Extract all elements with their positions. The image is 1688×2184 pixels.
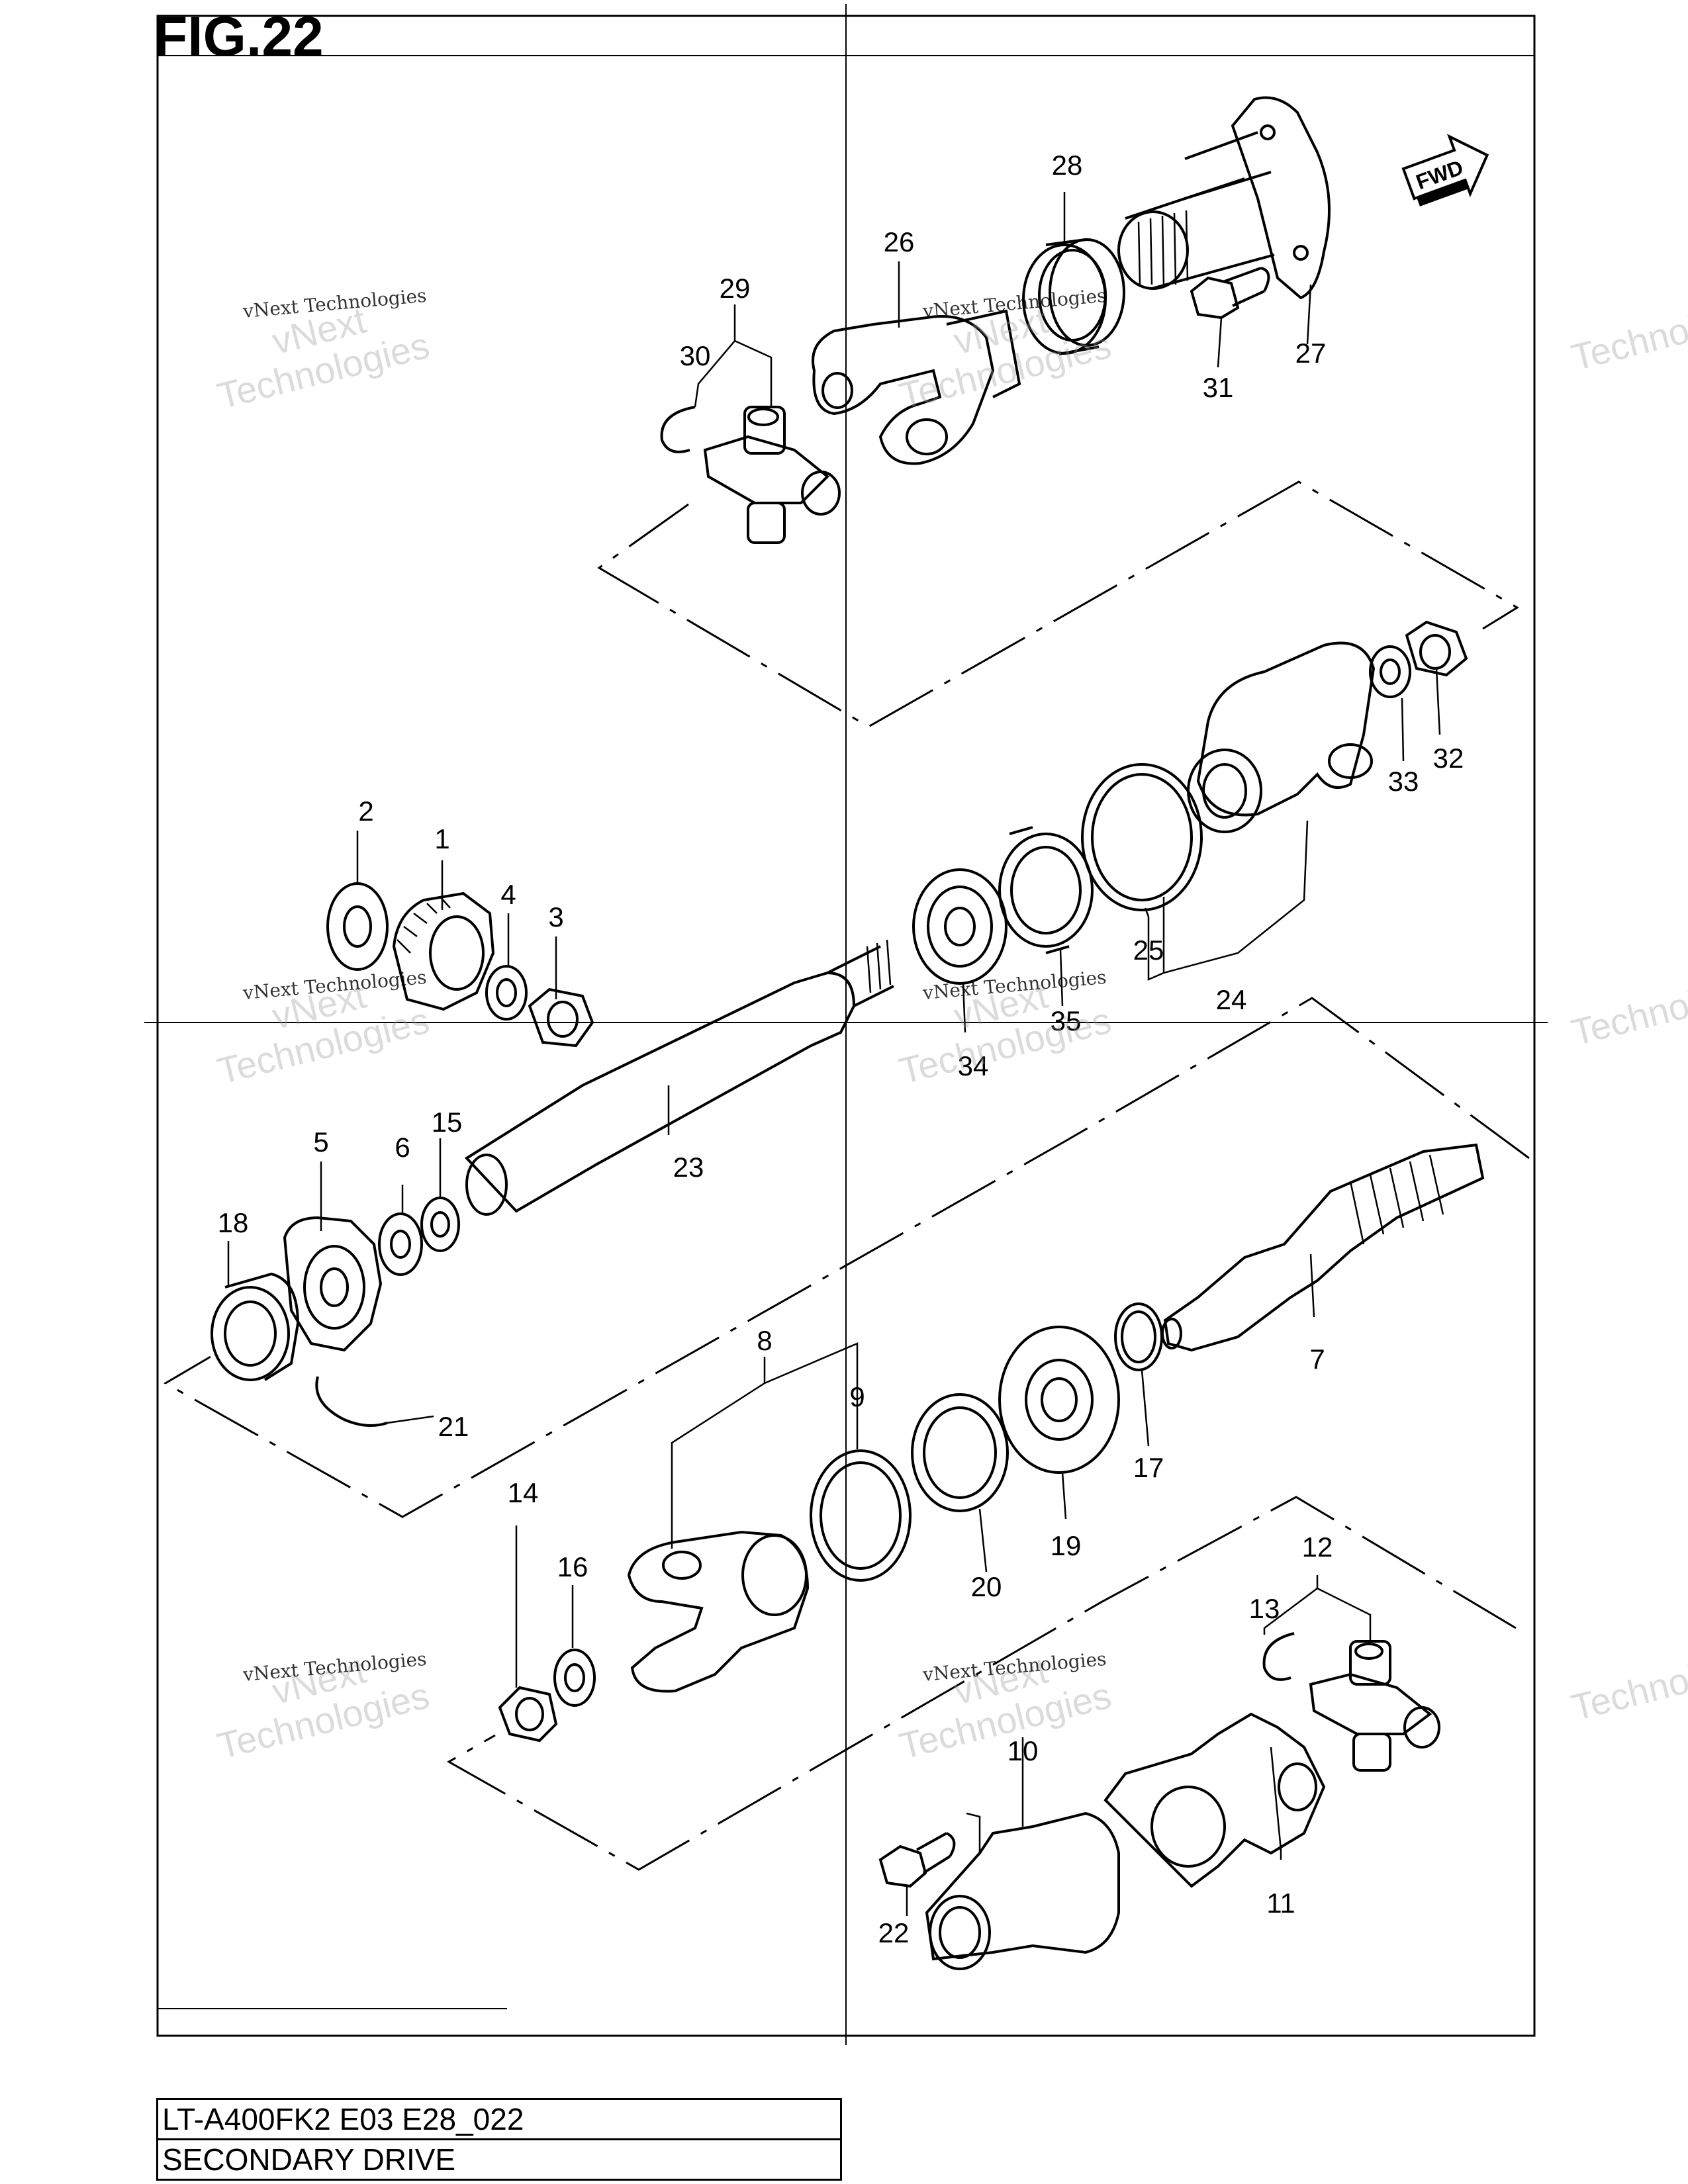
spline-lines	[1137, 210, 1189, 287]
callout-5: 5	[313, 1126, 328, 1158]
part-10-flange	[925, 1811, 1120, 1970]
watermark-edge-3: Technologies	[1568, 1635, 1688, 1728]
callout-12: 12	[1302, 1531, 1333, 1563]
part-15-spacer	[420, 1197, 460, 1252]
callout-20: 20	[971, 1571, 1002, 1602]
part-7-output-shaft	[1161, 1143, 1485, 1352]
part-17-o-ring	[1114, 1302, 1163, 1371]
part-1-bevel-gear	[392, 891, 495, 1011]
callout-9: 9	[849, 1381, 865, 1412]
part-30-circlip	[660, 406, 696, 453]
callout-8: 8	[757, 1325, 772, 1356]
callout-11: 11	[1266, 1888, 1295, 1919]
group-outline-upper	[597, 480, 1519, 728]
part-2-shim	[326, 882, 389, 971]
callout-18: 18	[218, 1207, 249, 1238]
watermark-edge-1: Technologies	[1568, 285, 1688, 378]
callout-29: 29	[720, 273, 751, 304]
group-outline-lower	[446, 1496, 1517, 1871]
callout-15: 15	[432, 1107, 463, 1138]
part-32-nut	[1405, 620, 1468, 677]
figure-title: FIG.22	[154, 5, 324, 68]
callout-3: 3	[548, 901, 563, 933]
callout-32: 32	[1433, 743, 1464, 774]
part-3-nut	[528, 987, 594, 1048]
callout-1: 1	[434, 823, 449, 854]
callout-14: 14	[508, 1477, 539, 1508]
callout-26: 26	[884, 226, 915, 257]
callout-27: 27	[1295, 338, 1327, 369]
callout-22: 22	[878, 1917, 910, 1948]
callout-35: 35	[1051, 1005, 1082, 1036]
part-14-nut	[498, 1686, 558, 1743]
section-name-box: SECONDARY DRIVE	[156, 2138, 842, 2181]
part-13-circlip	[1262, 1632, 1295, 1681]
part-9-oil-seal	[810, 1449, 912, 1582]
part-34-bearing	[912, 868, 1008, 985]
callout-6: 6	[395, 1132, 410, 1163]
callout-10: 10	[1008, 1735, 1039, 1766]
part-35-oil-seal	[998, 826, 1094, 954]
svg-text:Technologies: Technologies	[1568, 960, 1688, 1053]
part-8-yoke	[627, 1530, 810, 1693]
part-4-washer	[485, 965, 528, 1021]
forward-arrow-icon: FWD	[1401, 134, 1489, 206]
part-21-circlip	[315, 1376, 388, 1427]
part-24-coupling-yoke	[1187, 641, 1376, 833]
callout-13: 13	[1249, 1593, 1280, 1624]
callout-31: 31	[1203, 372, 1234, 403]
callout-4: 4	[500, 879, 516, 910]
callout-21: 21	[438, 1411, 469, 1442]
part-11-flange-yoke	[1103, 1712, 1326, 1888]
part-20-oil-seal	[911, 1393, 1009, 1512]
part-25-oil-seal	[1081, 763, 1203, 911]
callout-7: 7	[1309, 1343, 1325, 1375]
part-12-universal-joint	[1309, 1640, 1440, 1772]
callout-24: 24	[1216, 984, 1247, 1015]
callout-17: 17	[1133, 1452, 1164, 1483]
callout-23: 23	[673, 1152, 704, 1183]
callout-28: 28	[1052, 150, 1083, 181]
part-19-bearing	[998, 1326, 1120, 1474]
svg-text:Technologies: Technologies	[1568, 285, 1688, 378]
part-29-universal-joint	[703, 406, 841, 544]
part-6-washer	[378, 1212, 423, 1276]
part-5-gear	[283, 1216, 383, 1352]
svg-text:Technologies: Technologies	[1568, 1635, 1688, 1728]
part-33-washer	[1369, 645, 1411, 698]
part-27-flange-shaft	[1117, 96, 1331, 300]
callout-2: 2	[358, 796, 373, 827]
callout-numbers: 1 2 3 4 5 6 7 8 9 10 11 12 13 14 15 16 1…	[218, 150, 1464, 1948]
callout-25: 25	[1133, 934, 1164, 966]
group-outline-middle	[163, 997, 1530, 1518]
part-26-yoke	[812, 309, 1021, 465]
callout-34: 34	[958, 1050, 989, 1081]
callout-16: 16	[557, 1551, 588, 1582]
part-22-bolt	[878, 1832, 956, 1888]
part-23-propeller-shaft	[464, 939, 894, 1216]
part-18-bearing	[211, 1272, 300, 1381]
callout-30: 30	[680, 340, 711, 371]
leader-lines	[227, 192, 1441, 1916]
part-31-bolt	[1190, 267, 1270, 320]
watermark-edge-2: Technologies	[1568, 960, 1688, 1053]
part-16-washer	[553, 1649, 596, 1707]
model-code-box: LT-A400FK2 E03 E28_022	[156, 2098, 842, 2140]
callout-33: 33	[1388, 766, 1419, 797]
callout-19: 19	[1051, 1530, 1082, 1561]
diagram-frame	[144, 4, 1548, 2045]
group-outlines	[163, 480, 1530, 1871]
